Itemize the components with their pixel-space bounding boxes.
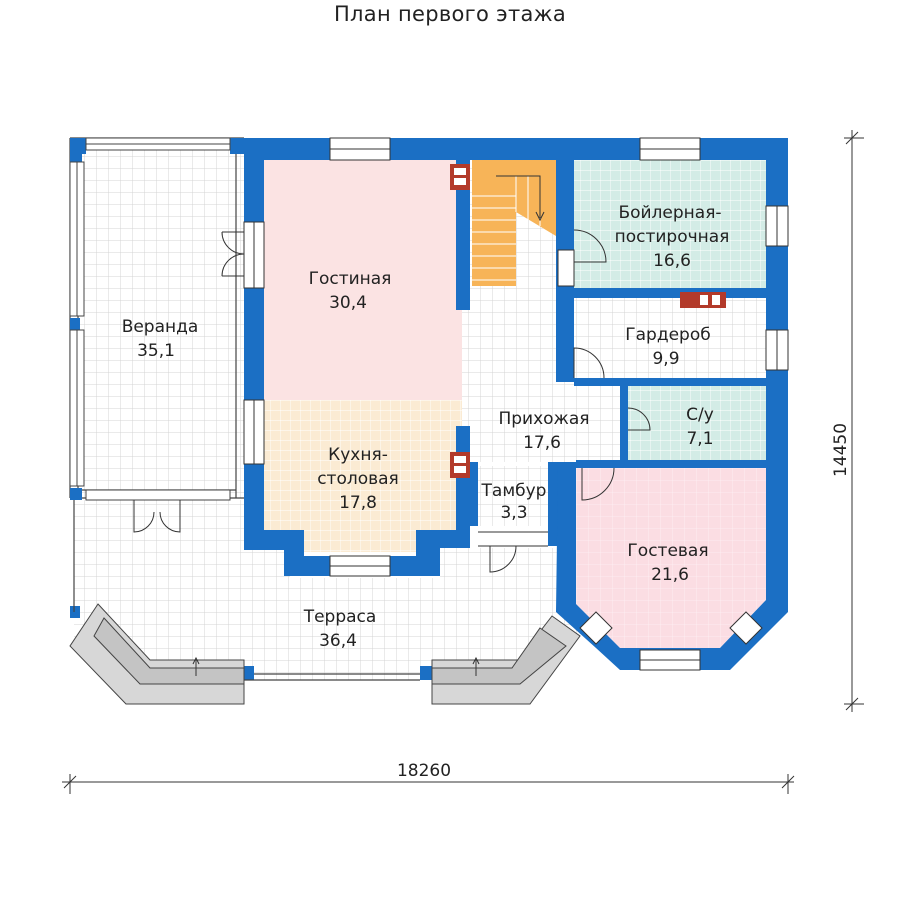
room-name-guest: Гостевая — [627, 541, 708, 561]
room-name-terrace: Терраса — [303, 607, 377, 627]
doors — [133, 229, 651, 573]
living-floor — [264, 160, 462, 400]
veranda-post — [70, 488, 82, 500]
room-name-vestibule: Тамбур — [481, 481, 547, 501]
kitchen-floor — [264, 400, 462, 552]
room-name-hall: Прихожая — [498, 409, 589, 429]
terrace-post — [70, 606, 80, 618]
hall-floor-lower — [462, 380, 626, 462]
terrace-post — [420, 666, 434, 680]
veranda-post — [230, 138, 244, 154]
room-area-terrace: 36,4 — [319, 631, 357, 651]
dimension-height: 14450 — [831, 423, 851, 477]
vestibule-floor — [472, 466, 554, 526]
room-area-hall: 17,6 — [523, 433, 561, 453]
plan-title: План первого этажа — [333, 2, 567, 26]
room-area-guest: 21,6 — [651, 565, 689, 585]
room-area-living: 30,4 — [329, 293, 367, 313]
room-name-boiler-2: постирочная — [615, 227, 730, 247]
guest-floor — [576, 468, 766, 648]
room-name-kitchen-1: Кухня- — [328, 445, 388, 465]
room-name-wardrobe: Гардероб — [625, 325, 710, 345]
room-area-vestibule: 3,3 — [500, 503, 527, 523]
room-name-living: Гостиная — [309, 269, 392, 289]
veranda-windows — [69, 137, 231, 501]
veranda-post — [70, 152, 82, 162]
room-area-boiler: 16,6 — [653, 251, 691, 271]
veranda-post — [70, 138, 86, 154]
chimneys — [450, 164, 726, 478]
terrace-benches — [69, 603, 581, 705]
windows — [243, 137, 789, 671]
staircase — [472, 160, 556, 286]
room-area-wardrobe: 9,9 — [652, 349, 679, 369]
room-area-wc: 7,1 — [686, 429, 713, 449]
wardrobe-floor — [574, 298, 766, 378]
room-name-kitchen-2: столовая — [317, 469, 399, 489]
dimension-lines — [62, 130, 864, 794]
room-area-veranda: 35,1 — [137, 341, 175, 361]
entry-arrows — [192, 656, 480, 676]
room-name-wc: С/у — [686, 405, 714, 425]
veranda-floor — [78, 148, 244, 498]
terrace-floor — [74, 500, 580, 680]
boiler-floor — [574, 160, 766, 288]
wc-floor — [628, 386, 766, 460]
room-name-veranda: Веранда — [122, 317, 199, 337]
terrace-edge — [73, 500, 420, 681]
veranda-post — [70, 318, 80, 330]
room-name-boiler-1: Бойлерная- — [618, 203, 721, 223]
room-area-kitchen: 17,8 — [339, 493, 377, 513]
dimension-width: 18260 — [397, 761, 451, 781]
